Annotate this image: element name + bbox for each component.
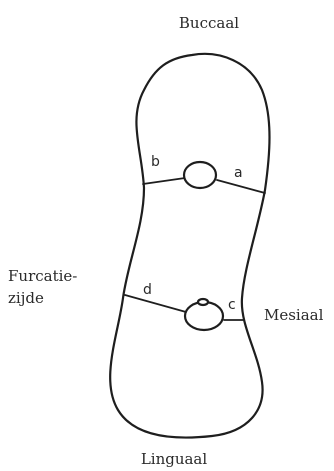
furcation-side-label-line2: zijde	[8, 289, 44, 307]
lower-root-canal	[185, 302, 223, 330]
lingual-label: Linguaal	[141, 450, 208, 468]
section-line-b	[143, 178, 185, 184]
lower-canal-notch	[198, 299, 208, 305]
section-letter-a: a	[234, 165, 243, 181]
section-line-d	[125, 295, 186, 312]
furcation-side-label-line1: Furcatie-	[8, 267, 77, 285]
buccal-label: Buccaal	[179, 14, 239, 32]
section-line-a	[217, 180, 265, 193]
section-letter-c: c	[228, 297, 236, 313]
mesial-label: Mesiaal	[264, 306, 324, 324]
root-outline	[110, 54, 269, 438]
section-letter-d: d	[143, 282, 152, 298]
section-letter-b: b	[151, 154, 160, 170]
upper-root-canal	[184, 162, 216, 188]
